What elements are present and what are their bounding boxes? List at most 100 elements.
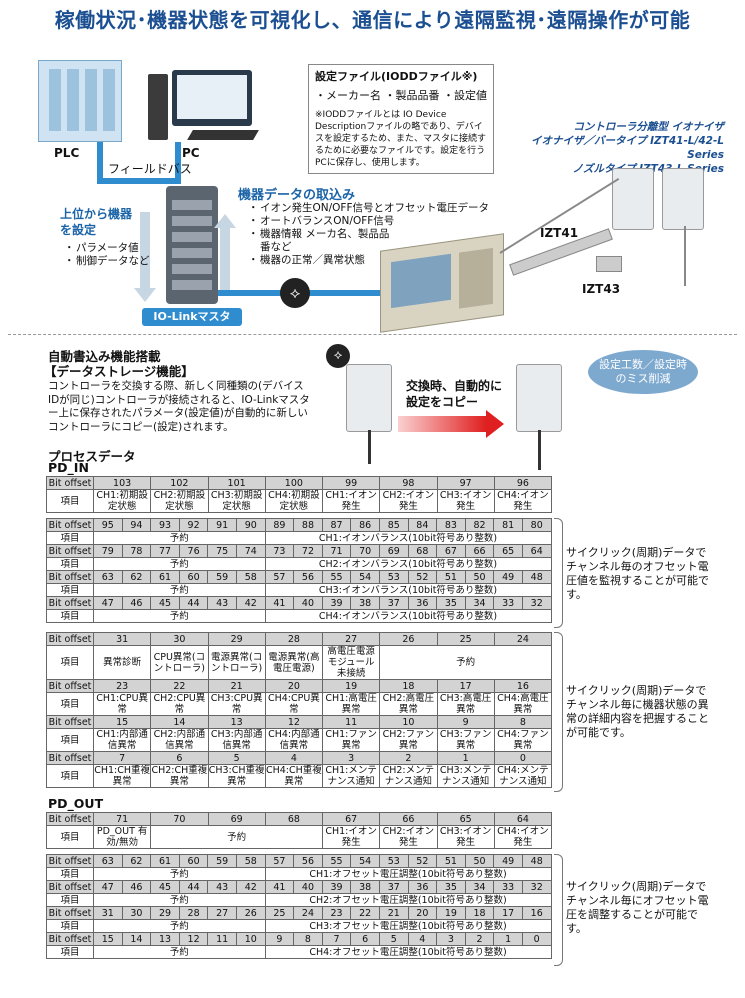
- item-cell: CH1:CH重複異常: [92, 764, 152, 788]
- bit-cell: 87: [321, 518, 352, 532]
- bit-cell: 28: [264, 632, 324, 646]
- bit-cell: 51: [436, 854, 466, 868]
- item-cell: CH4:CH重複異常: [264, 764, 324, 788]
- bit-cell: 29: [150, 906, 180, 920]
- bit-cell: 42: [235, 880, 266, 894]
- list-item: 機器の正常／異常状態: [248, 254, 490, 267]
- item-header: 項目: [46, 893, 94, 907]
- item-cell: CH1:ファン異常: [321, 728, 381, 752]
- bit-cell: 67: [436, 544, 466, 558]
- bit-cell: 37: [378, 596, 409, 610]
- up-arrow-head: [214, 214, 236, 228]
- bit-cell: 7: [321, 932, 352, 946]
- bit-cell: 27: [321, 632, 381, 646]
- bit-cell: 100: [264, 476, 324, 490]
- item-cell: CH1:イオン発生: [321, 489, 381, 513]
- bit-cell: 7: [92, 751, 152, 765]
- bit-cell: 1: [493, 932, 523, 946]
- bit-cell: 5: [207, 751, 266, 765]
- bit-cell: 56: [293, 570, 323, 584]
- item-header: 項目: [46, 557, 94, 571]
- item-cell: CH2:ファン異常: [379, 728, 438, 752]
- bit-cell: 68: [407, 544, 438, 558]
- iolink-master-icon: [166, 186, 218, 304]
- bit-cell: 13: [150, 932, 180, 946]
- bit-cell: 96: [493, 476, 553, 490]
- storage-title-2: 【データストレージ機能】: [44, 364, 194, 379]
- item-header: 項目: [46, 728, 94, 752]
- pd-out-label: PD_OUT: [48, 796, 104, 811]
- cable-line: [538, 430, 541, 470]
- copy-arrow-head: [486, 410, 504, 438]
- bit-cell: 43: [207, 596, 237, 610]
- bit-cell: 20: [264, 679, 324, 693]
- bit-cell: 64: [521, 544, 552, 558]
- bit-cell: 89: [264, 518, 295, 532]
- bit-cell: 49: [493, 570, 523, 584]
- bit-cell: 40: [293, 596, 323, 610]
- item-cell: CH4:初期設定状態: [264, 489, 324, 513]
- intake-list: イオン発生ON/OFF信号とオフセット電圧データ オートバランスON/OFF信号…: [246, 202, 490, 267]
- item-cell: PD_OUT 有効/無効: [92, 825, 152, 849]
- item-cell: CH3:高電圧異常: [436, 692, 495, 716]
- bit-cell: 52: [407, 854, 438, 868]
- item-header: 項目: [46, 867, 94, 881]
- item-cell: CH3:メンテナンス通知: [436, 764, 495, 788]
- bit-cell: 55: [321, 854, 352, 868]
- value-cell: CH2:イオンバランス(10bit符号あり整数): [264, 557, 552, 571]
- item-cell: CH3:CH重複異常: [207, 764, 266, 788]
- bit-cell: 86: [350, 518, 380, 532]
- bit-cell: 39: [321, 880, 352, 894]
- item-cell: CH3:イオン発生: [436, 825, 495, 849]
- bit-cell: 14: [121, 932, 152, 946]
- bit-cell: 66: [379, 812, 438, 826]
- divider: [8, 334, 737, 335]
- bit-cell: 14: [150, 715, 209, 729]
- bit-cell: 63: [93, 854, 123, 868]
- bit-cell: 45: [150, 596, 180, 610]
- value-cell: CH4:イオンバランス(10bit符号あり整数): [264, 609, 552, 623]
- brace: [554, 518, 563, 628]
- bit-cell: 58: [235, 570, 266, 584]
- value-cell: CH3:イオンバランス(10bit符号あり整数): [264, 583, 552, 597]
- side-note-balance: サイクリック(周期)データでチャンネル毎のオフセット電圧値を監視することが可能で…: [566, 546, 709, 601]
- bit-cell: 69: [207, 812, 266, 826]
- machine-icon: [380, 233, 504, 333]
- bit-cell: 59: [207, 570, 237, 584]
- bit-offset-header: Bit offset: [46, 854, 94, 868]
- bit-cell: 33: [493, 596, 523, 610]
- item-cell: CH2:イオン発生: [379, 825, 438, 849]
- reserved-cell: 予約: [93, 583, 266, 597]
- value-cell: CH3:オフセット電圧調整(10bit符号あり整数): [264, 919, 552, 933]
- bit-cell: 65: [436, 812, 495, 826]
- bit-cell: 72: [293, 544, 323, 558]
- side-note-status: サイクリック(周期)データでチャンネル毎に機器状態の異常の詳細内容を把握すること…: [566, 684, 709, 739]
- bit-cell: 6: [350, 932, 380, 946]
- series-line-1: コントローラ分離型 イオナイザ: [573, 121, 724, 133]
- bit-cell: 102: [150, 476, 209, 490]
- item-cell: CH4:ファン異常: [493, 728, 553, 752]
- bit-cell: 3: [436, 932, 466, 946]
- bit-cell: 26: [379, 632, 438, 646]
- down-arrow-head: [134, 288, 156, 302]
- brace: [554, 854, 563, 966]
- bit-cell: 54: [350, 854, 380, 868]
- bit-cell: 75: [207, 544, 237, 558]
- bit-cell: 17: [493, 906, 523, 920]
- bit-cell: 81: [493, 518, 523, 532]
- bit-cell: 77: [150, 544, 180, 558]
- bit-cell: 98: [379, 476, 438, 490]
- value-cell: CH1:イオンバランス(10bit符号あり整数): [264, 531, 552, 545]
- side-note-offset: サイクリック(周期)データでチャンネル毎にオフセット電圧を調整することが可能です…: [566, 880, 709, 935]
- item-header: 項目: [46, 645, 94, 680]
- item-header: 項目: [46, 945, 94, 959]
